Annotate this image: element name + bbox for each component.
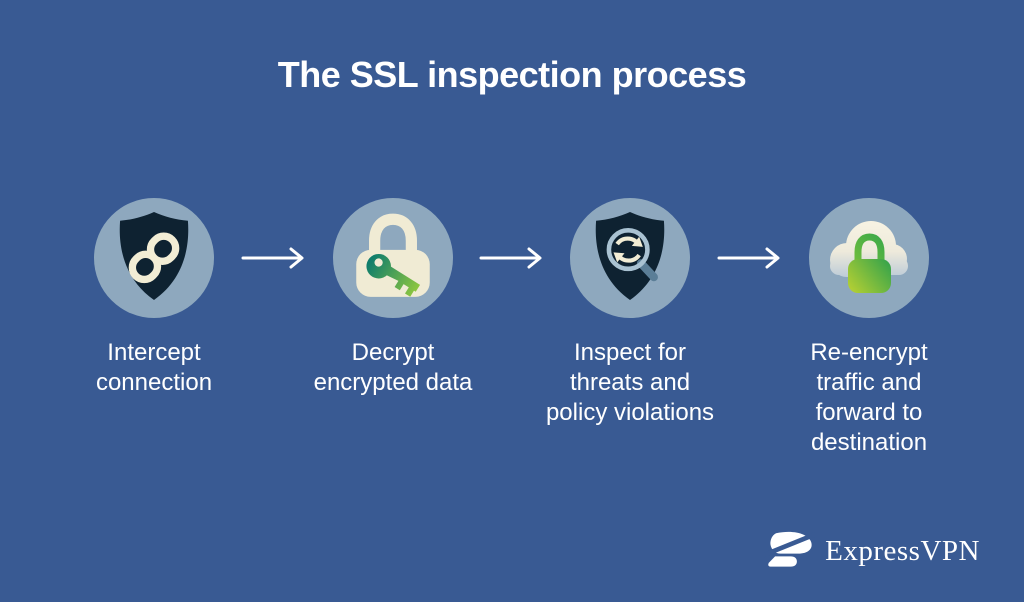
arrow-right-icon: [477, 246, 547, 270]
brand-logo: ExpressVPN: [760, 527, 980, 576]
step-reencrypt-forward: Re-encrypt traffic and forward to destin…: [759, 198, 979, 458]
expressvpn-mark-icon: [760, 527, 820, 576]
icon-circle: [570, 198, 690, 318]
shield-magnifier-sync-icon: [586, 208, 674, 309]
step-label: Inspect for threats and policy violation…: [545, 339, 715, 426]
shield-link-icon: [110, 208, 198, 309]
brand-wordmark: ExpressVPN: [825, 535, 980, 567]
page-title: The SSL inspection process: [277, 54, 747, 95]
icon-circle: [809, 198, 929, 318]
step-decrypt-data: Decrypt encrypted data: [283, 198, 503, 398]
icon-circle: [94, 198, 214, 318]
step-label: Re-encrypt traffic and forward to destin…: [810, 339, 928, 456]
icon-circle: [333, 198, 453, 318]
step-intercept-connection: Intercept connection: [44, 198, 264, 398]
arrow-right-icon: [715, 246, 785, 270]
cloud-padlock-icon: [817, 206, 921, 311]
step-label: Intercept connection: [95, 339, 213, 396]
step-label: Decrypt encrypted data: [313, 339, 473, 396]
padlock-key-icon: [344, 207, 442, 310]
step-inspect-threats: Inspect for threats and policy violation…: [520, 198, 740, 428]
arrow-right-icon: [239, 246, 309, 270]
